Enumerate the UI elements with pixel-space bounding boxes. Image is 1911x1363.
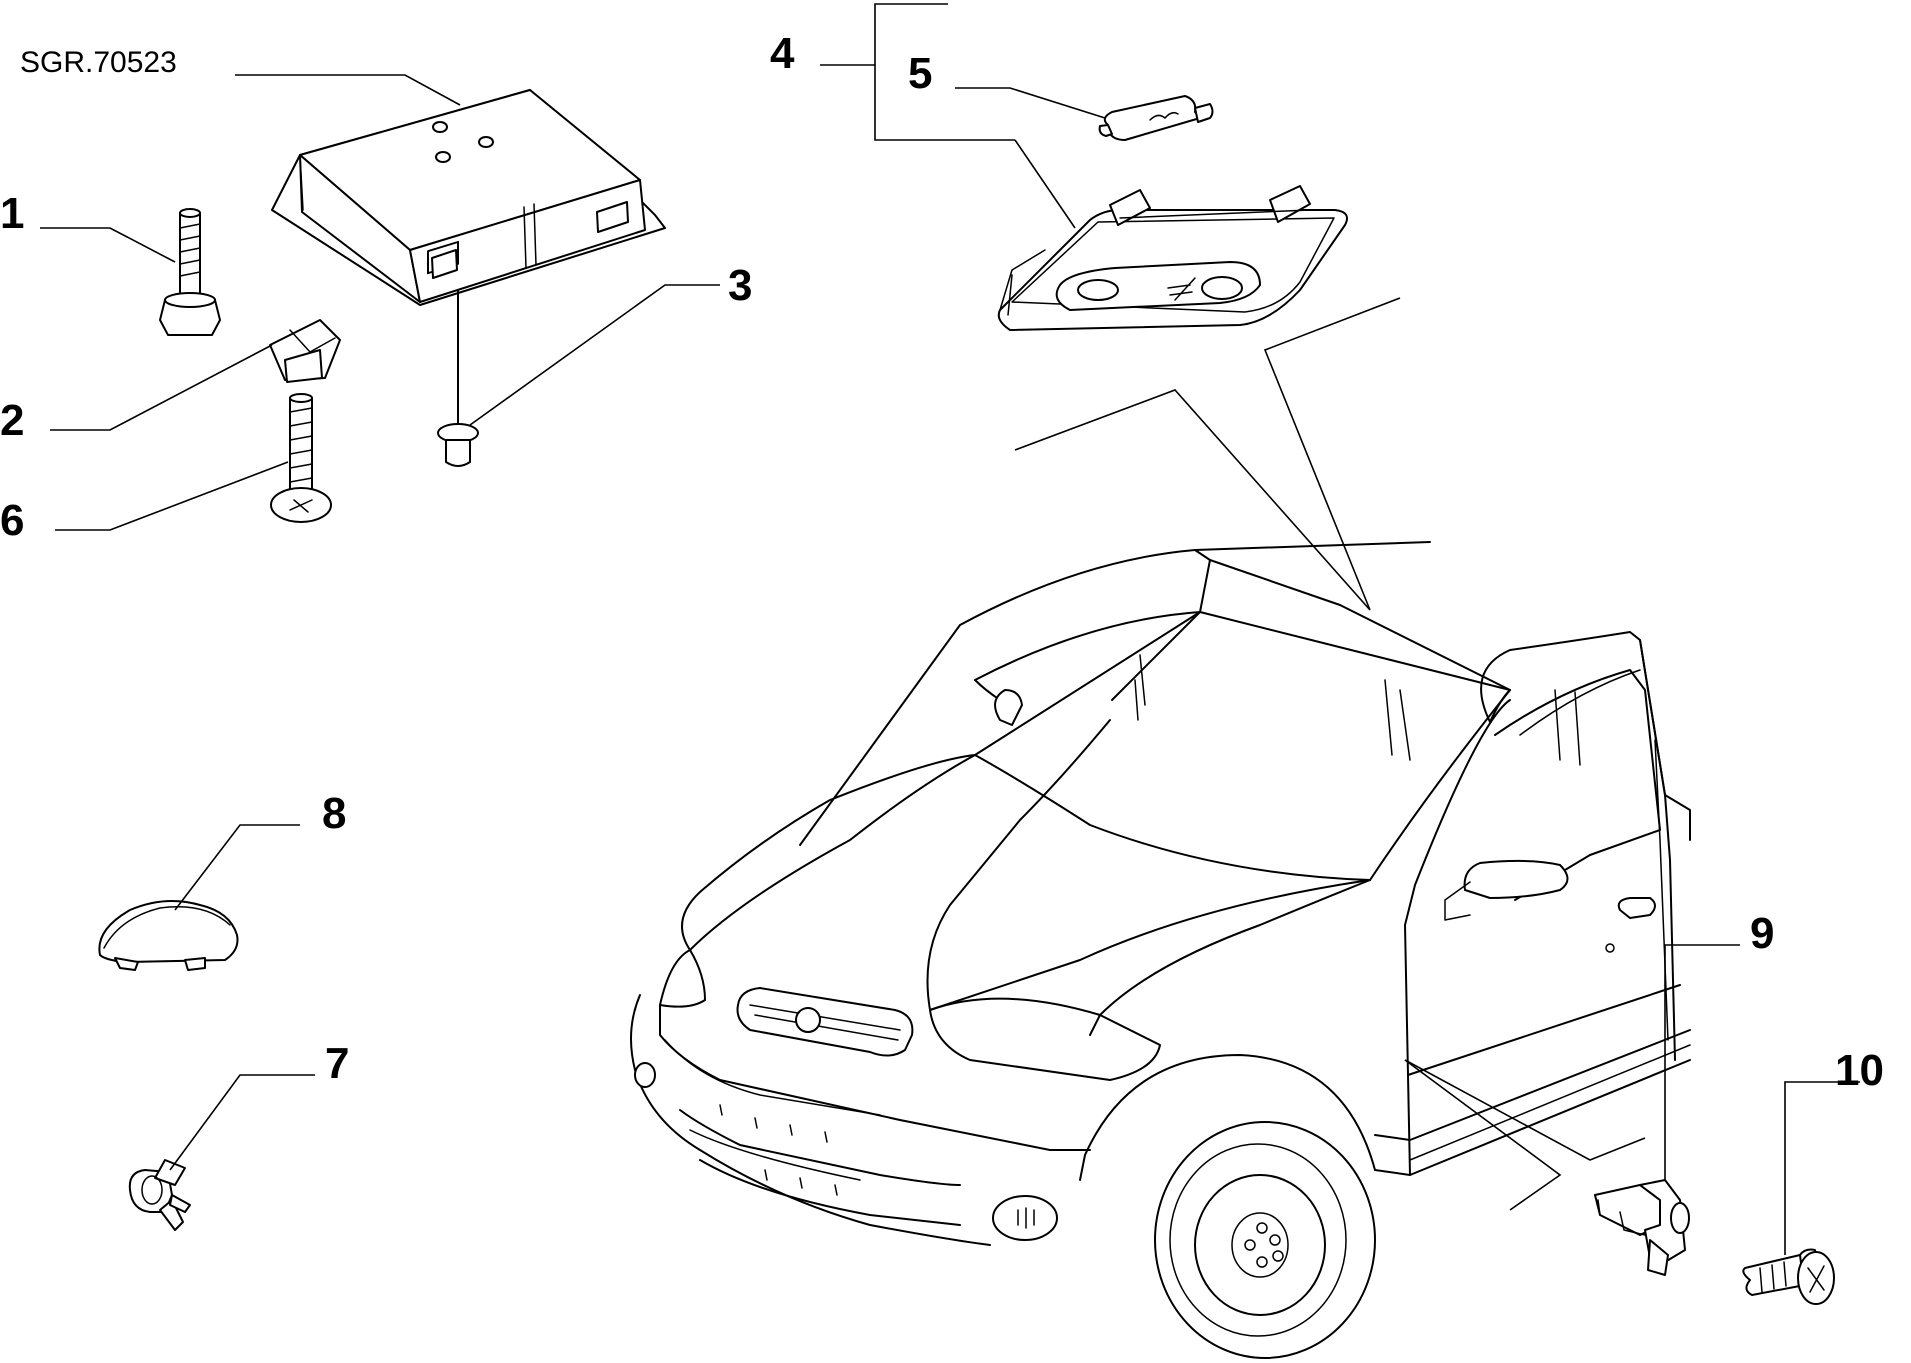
screw-6 bbox=[270, 393, 332, 523]
callout-1: 1 bbox=[0, 189, 24, 238]
leader-10 bbox=[1784, 1081, 1860, 1255]
leader-4-lamp bbox=[1014, 139, 1076, 229]
leader-2 bbox=[50, 344, 273, 431]
bracket-4 bbox=[874, 3, 1015, 141]
bolt-1 bbox=[159, 208, 221, 336]
callout-7: 7 bbox=[325, 1039, 349, 1088]
leader-7 bbox=[169, 1074, 315, 1171]
reference-code: SGR.70523 bbox=[20, 46, 177, 79]
clip-7 bbox=[128, 1159, 191, 1231]
callout-10: 10 bbox=[1835, 1046, 1884, 1095]
clip-nut-2 bbox=[269, 319, 341, 383]
callout-8: 8 bbox=[322, 789, 346, 838]
leader-9 bbox=[1664, 944, 1740, 1180]
car-illustration bbox=[630, 541, 1691, 1359]
callout-3: 3 bbox=[728, 261, 752, 310]
screw-10 bbox=[1742, 1248, 1835, 1305]
callout-6: 6 bbox=[0, 496, 24, 545]
leader-8 bbox=[174, 824, 300, 911]
callout-5: 5 bbox=[908, 49, 932, 98]
rivet-3 bbox=[437, 289, 479, 467]
leader-6 bbox=[55, 461, 289, 531]
leader-3 bbox=[469, 284, 720, 426]
dome-lamp-4 bbox=[997, 185, 1348, 331]
leader-5 bbox=[955, 87, 1106, 119]
cover-8 bbox=[98, 900, 239, 971]
door-switch-9 bbox=[1594, 1179, 1690, 1276]
leader-lamp-to-roof-a bbox=[1014, 389, 1371, 611]
callout-9: 9 bbox=[1750, 909, 1774, 958]
control-unit-box bbox=[271, 89, 666, 306]
leader-door-switch-a bbox=[1404, 1059, 1646, 1161]
leader-reference bbox=[235, 74, 461, 106]
leader-1 bbox=[40, 227, 176, 263]
callout-4: 4 bbox=[770, 29, 795, 78]
leader-door-switch-b bbox=[1404, 1059, 1562, 1211]
leader-lamp-to-roof-b bbox=[1263, 297, 1401, 611]
bulb-5 bbox=[1098, 95, 1214, 141]
callout-2: 2 bbox=[0, 396, 24, 445]
